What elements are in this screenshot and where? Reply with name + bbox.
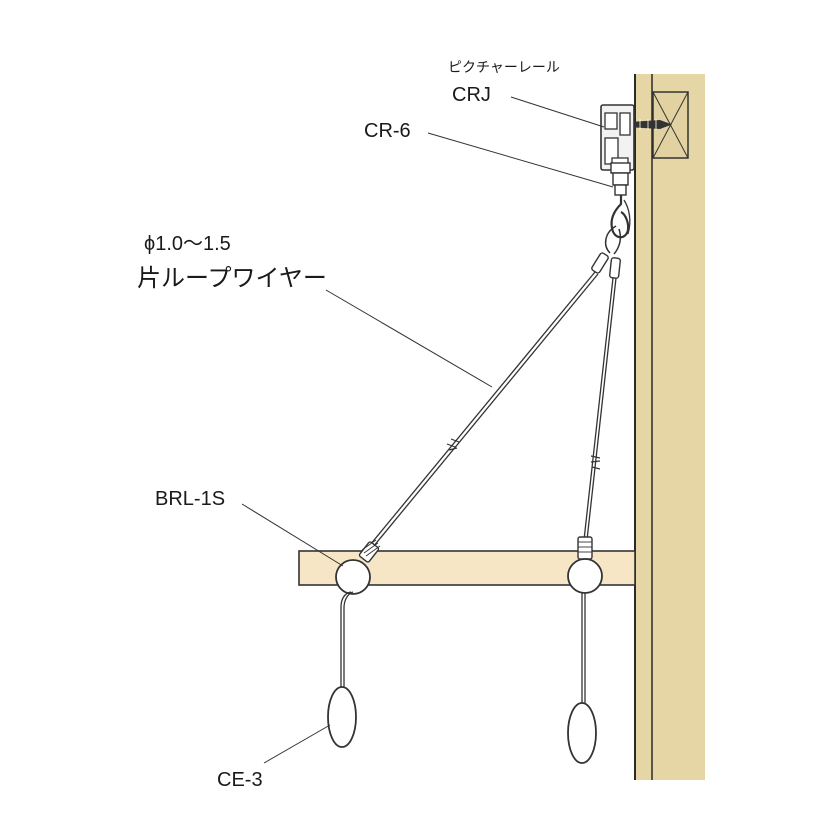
- weight-right: [567, 702, 597, 764]
- bracket-fitting-right: [567, 536, 603, 594]
- screw: [628, 119, 672, 130]
- label-wire-size: ϕ1.0〜1.5: [144, 233, 231, 255]
- label-weight-code: CE-3: [217, 769, 263, 791]
- label-rail-code: CRJ: [452, 84, 491, 106]
- label-wire-jp: 片ループワイヤー: [137, 264, 327, 292]
- wire-vertical: [583, 277, 617, 541]
- wire-diagonal: [369, 271, 599, 548]
- leader-crj: [510, 96, 605, 128]
- wire-sleeve-left: [591, 252, 609, 274]
- weight-left: [327, 686, 357, 748]
- picture-rail-crj: [600, 104, 635, 171]
- bracket-fitting-left: [335, 539, 381, 595]
- leader-wire: [325, 289, 493, 388]
- label-bar-code: BRL-1S: [155, 488, 225, 510]
- wire-sleeve-right: [609, 257, 621, 279]
- label-hook-code: CR-6: [364, 120, 411, 142]
- hook-cr6: [610, 162, 631, 239]
- wall-face: [635, 74, 705, 780]
- leader-ce: [263, 724, 331, 764]
- wall: [634, 74, 705, 780]
- label-rail-jp: ピクチャーレール: [448, 60, 560, 76]
- leader-cr6: [427, 132, 614, 188]
- wire-loop-top: [591, 225, 622, 279]
- hanging-wire-right: [581, 593, 586, 703]
- leader-brl: [241, 503, 344, 567]
- leader-lines: [241, 96, 614, 764]
- hanging-wire-left: [340, 591, 354, 688]
